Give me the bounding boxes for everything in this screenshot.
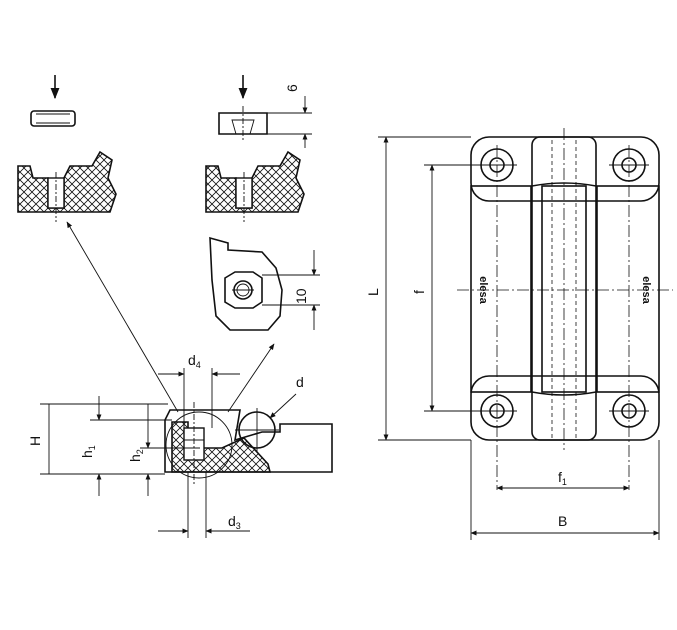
- hinge-front-view: elesa elesa: [457, 128, 673, 490]
- logo-right: elesa: [640, 276, 652, 304]
- dim-10: 10: [262, 250, 320, 330]
- dim-d3-label: d: [228, 513, 236, 529]
- dim-h2-subscript: 2: [135, 449, 145, 454]
- dim-d4-subscript: 4: [196, 360, 201, 370]
- dim-H-label: H: [27, 436, 43, 446]
- nut-countersunk: [218, 106, 268, 140]
- svg-text:h1: h1: [79, 445, 97, 458]
- logo-left: elesa: [477, 276, 489, 304]
- svg-text:h2: h2: [127, 449, 145, 462]
- nut-plain: [30, 110, 76, 127]
- dim-6: 6: [267, 84, 312, 148]
- dim-d: d: [269, 374, 304, 419]
- dim-B-label: B: [558, 513, 567, 529]
- dim-f1-subscript: 1: [562, 477, 567, 487]
- dim-h1-label: h: [79, 450, 95, 458]
- dim-d4-label: d: [188, 352, 196, 368]
- dim-10-label: 10: [293, 288, 309, 304]
- dim-f1-label: f: [558, 469, 562, 485]
- hex-nut-detail: [209, 236, 283, 331]
- dim-h2-label: h: [127, 454, 143, 462]
- dim-h2: h2: [127, 404, 200, 496]
- dim-h1: h1: [79, 396, 172, 496]
- section-hinge-countersunk: [205, 150, 305, 222]
- dim-d-label: d: [296, 374, 304, 390]
- dim-L-label: L: [365, 288, 381, 296]
- dim-B: B: [470, 440, 660, 540]
- svg-text:d4: d4: [188, 352, 201, 370]
- section-hinge-plain: [17, 150, 117, 222]
- callout-arrows: [66, 221, 275, 413]
- dim-f-label: f: [411, 290, 427, 294]
- dim-6-label: 6: [284, 84, 300, 92]
- dim-d4: d4: [158, 352, 240, 428]
- side-view: [164, 402, 333, 485]
- svg-text:f1: f1: [558, 469, 567, 487]
- dim-d3-subscript: 3: [236, 521, 241, 531]
- dim-f: f: [411, 164, 480, 412]
- dim-h1-subscript: 1: [87, 445, 97, 450]
- svg-text:d3: d3: [228, 513, 241, 531]
- dim-H: H: [27, 403, 168, 475]
- dim-d3: d3: [158, 472, 250, 538]
- dim-f1: f1: [496, 469, 630, 491]
- dim-L: L: [365, 136, 471, 441]
